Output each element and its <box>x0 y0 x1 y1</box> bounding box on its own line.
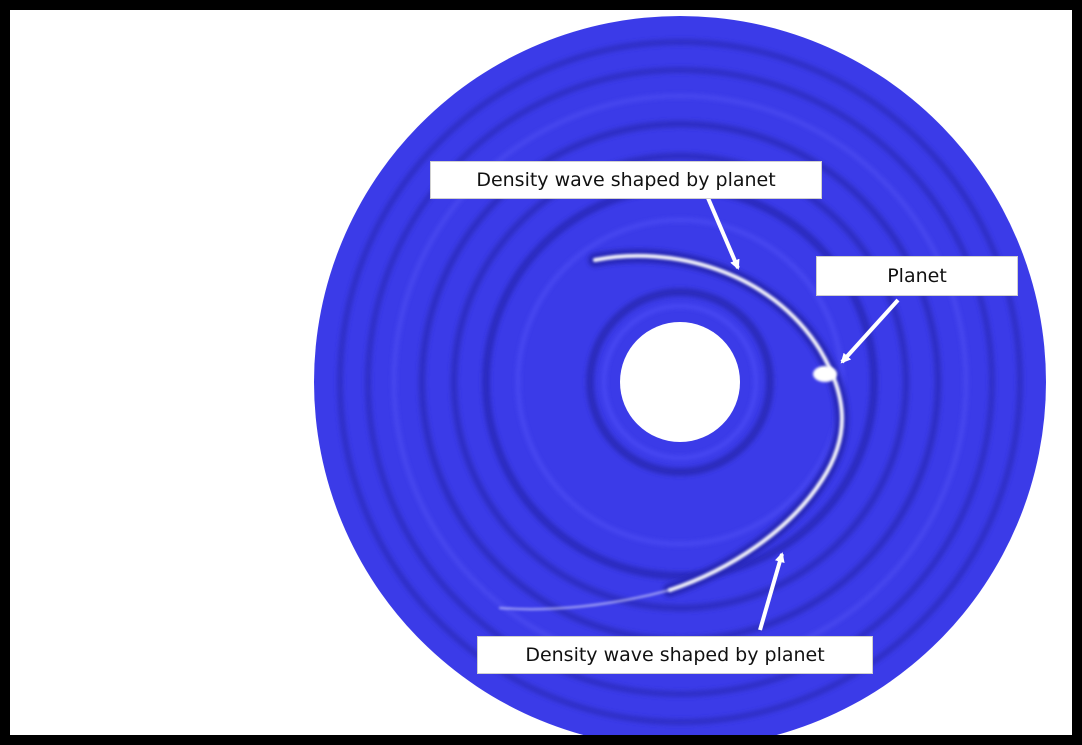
planet-marker <box>813 366 837 382</box>
label-density-wave-bottom: Density wave shaped by planet <box>477 636 873 674</box>
arrow-wave-top <box>706 197 740 270</box>
label-density-wave-top: Density wave shaped by planet <box>430 161 822 199</box>
label-planet: Planet <box>816 256 1018 296</box>
arrow-wave-bottom <box>758 552 785 631</box>
arrow-planet <box>840 298 900 364</box>
diagram-canvas: Density wave shaped by planet Planet Den… <box>10 10 1072 735</box>
spiral-density-wave <box>499 248 849 611</box>
disk-inner-hole <box>620 322 740 442</box>
protoplanetary-disk-figure <box>314 16 1046 735</box>
